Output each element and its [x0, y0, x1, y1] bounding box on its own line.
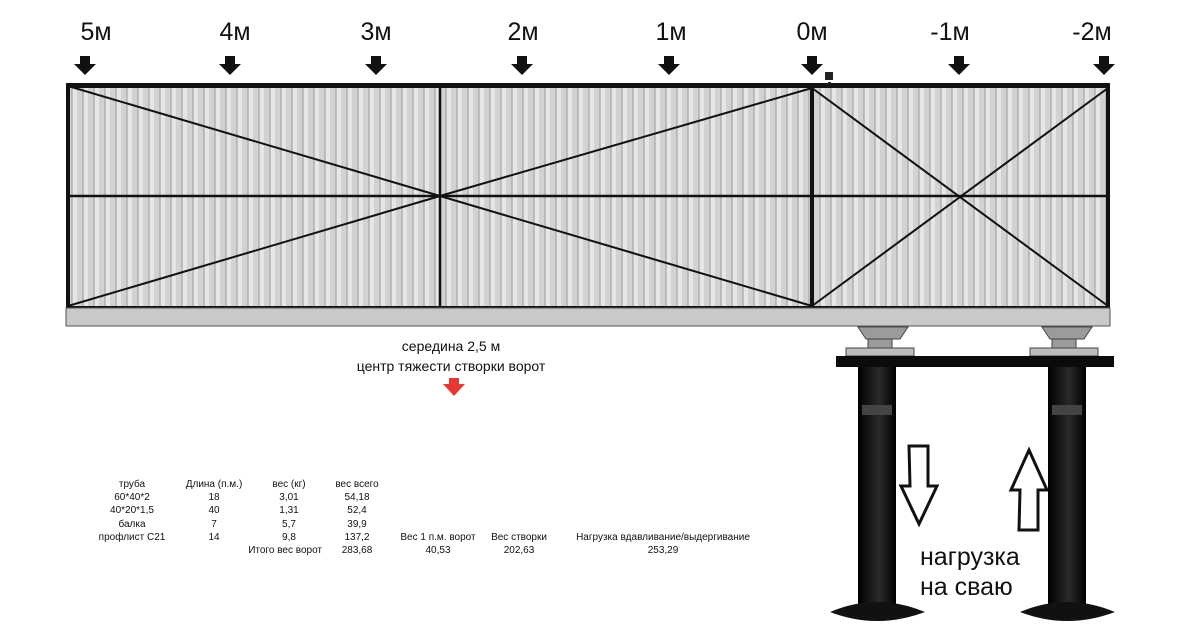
- table-extra-value: 253,29: [647, 545, 679, 556]
- table-cell: 14: [208, 532, 220, 543]
- down-arrow-icon: [1093, 56, 1115, 75]
- pull-up-arrow-icon: [1008, 446, 1050, 532]
- table-cell: 18: [208, 492, 220, 503]
- down-arrow-icon: [365, 56, 387, 75]
- table-cell: 39,9: [347, 519, 367, 530]
- push-down-arrow-icon: [898, 444, 940, 528]
- table-cell: 60*40*2: [114, 492, 150, 503]
- center-of-gravity-arrow-icon: [443, 378, 465, 396]
- table-extra-value: 202,63: [503, 545, 535, 556]
- table-cell: 3,01: [279, 492, 299, 503]
- table-header: вес (кг): [272, 479, 306, 490]
- table-cell: 40: [208, 505, 220, 516]
- table-cell: 5,7: [282, 519, 296, 530]
- load-label-line1: нагрузка: [920, 543, 1020, 571]
- table-cell: 9,8: [282, 532, 296, 543]
- load-arrows: [898, 444, 1050, 532]
- table-extra-header: Вес 1 п.м. ворот: [400, 532, 476, 543]
- distance-mark-label: 1м: [655, 18, 687, 46]
- distance-mark-label: 3м: [360, 18, 392, 46]
- center-note-line1: середина 2,5 м: [401, 338, 501, 354]
- table-header: вес всего: [335, 479, 379, 490]
- table-cell: 7: [211, 519, 217, 530]
- down-arrow-icon: [511, 56, 533, 75]
- table-cell: профлист С21: [98, 532, 166, 543]
- distance-mark-label: 4м: [219, 18, 251, 46]
- distance-arrows: [74, 56, 1115, 75]
- down-arrow-icon: [801, 56, 823, 75]
- table-cell: 137,2: [344, 532, 370, 543]
- table-extra-header: Вес створки: [491, 532, 547, 543]
- down-arrow-icon: [948, 56, 970, 75]
- table-extra-header: Нагрузка вдавливание/выдергивание: [576, 532, 750, 543]
- down-arrow-icon: [74, 56, 96, 75]
- table-cell: 40*20*1,5: [110, 505, 154, 516]
- distance-mark-label: 2м: [507, 18, 539, 46]
- roller-carriages: [836, 326, 1114, 367]
- table-header: Длина (п.м.): [185, 479, 243, 490]
- down-arrow-icon: [219, 56, 241, 75]
- table-header: труба: [118, 479, 146, 490]
- center-note-line2: центр тяжести створки ворот: [356, 358, 546, 374]
- distance-mark-label: -1м: [930, 18, 970, 46]
- table-cell: 52,4: [347, 505, 367, 516]
- distance-mark-label: 5м: [80, 18, 112, 46]
- screw-piles: [830, 367, 1115, 621]
- table-total-label: Итого вес ворот: [248, 545, 322, 556]
- table-cell: балка: [118, 519, 146, 530]
- load-label-line2: на сваю: [920, 573, 1013, 601]
- down-arrow-icon: [658, 56, 680, 75]
- table-extra-value: 40,53: [425, 545, 451, 556]
- table-total-value: 283,68: [341, 545, 373, 556]
- table-cell: 54,18: [344, 492, 370, 503]
- distance-mark-label: 0м: [796, 18, 828, 46]
- distance-mark-label: -2м: [1072, 18, 1112, 46]
- gate-leaf: [65, 72, 1111, 327]
- table-cell: 1,31: [279, 505, 299, 516]
